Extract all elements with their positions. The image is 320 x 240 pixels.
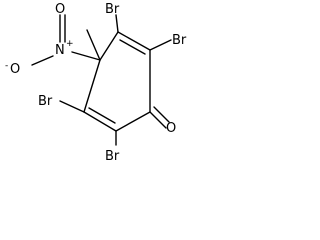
bond-c1-o (149, 111, 167, 129)
atom-label-nitro-o-left: O (10, 62, 20, 77)
chemical-structure: N + O - O Br Br Br Br O (5, 2, 187, 164)
bond-c3-c2-double (119, 39, 146, 55)
bond-c1-c6 (115, 111, 151, 132)
charge-o-minus: - (5, 61, 8, 71)
bond-n-o-left (31, 55, 54, 66)
atom-label-carbonyl-o: O (166, 121, 176, 136)
bond-c2-br (149, 39, 172, 51)
bond-c6-c5 (83, 111, 117, 132)
bond-c5-br (59, 100, 85, 113)
atom-label-br-right: Br (172, 33, 187, 48)
bond-c4-methyl (86, 29, 101, 61)
bond-c4-c3 (99, 31, 119, 61)
bond-c4-n (71, 51, 101, 61)
atom-label-br-bottom: Br (105, 149, 120, 164)
atom-label-nitro-o-top: O (55, 2, 65, 17)
bond-c6-c5-double (88, 107, 116, 124)
bond-c5-c4 (83, 59, 101, 113)
charge-n-plus: + (66, 39, 74, 49)
bond-c3-c2 (117, 31, 151, 51)
atom-label-br-left: Br (38, 94, 53, 109)
bond-c1-o-double (153, 106, 170, 123)
bond-c3-br (115, 14, 119, 33)
atom-label-br-top: Br (105, 2, 120, 17)
atom-label-n: N (55, 43, 65, 58)
